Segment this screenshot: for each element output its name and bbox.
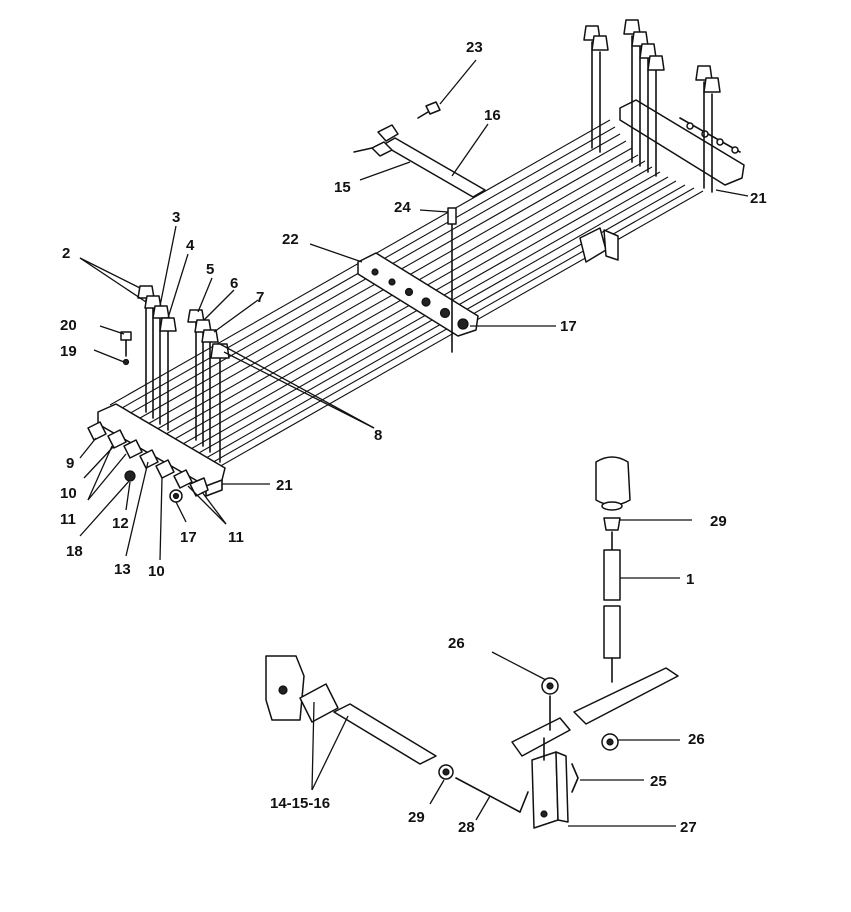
cross-shaft-assembly: [353, 101, 486, 198]
label-3: 3: [172, 209, 180, 226]
knob-and-stud: [595, 456, 631, 683]
label-8: 8: [374, 427, 382, 444]
label-10-left: 10: [60, 485, 77, 502]
label-7: 7: [256, 289, 264, 306]
label-25: 25: [650, 773, 667, 790]
label-18: 18: [66, 543, 83, 560]
label-16: 16: [484, 107, 501, 124]
labels: 23 16 15 24 22 17 21 2 3 4 5 6 7 8 20 19: [60, 39, 767, 836]
label-11-left: 11: [60, 511, 76, 528]
label-12: 12: [112, 515, 129, 532]
label-19: 19: [60, 343, 77, 360]
vertical-pin: [447, 207, 457, 353]
label-21-upper: 21: [750, 190, 767, 207]
label-17-lower: 17: [180, 529, 197, 546]
label-28: 28: [458, 819, 475, 836]
label-1: 1: [686, 571, 694, 588]
label-5: 5: [206, 261, 214, 278]
label-14-15-16: 14-15-16: [270, 795, 330, 812]
label-4: 4: [186, 237, 195, 254]
label-15: 15: [334, 179, 351, 196]
label-23: 23: [466, 39, 483, 56]
clevis-rod-assembly: [265, 655, 454, 780]
threaded-rod: [455, 777, 529, 813]
mounting-screw: [120, 331, 132, 366]
label-22: 22: [282, 231, 299, 248]
lower-cross-shaft: [511, 667, 679, 757]
center-support-bracket: [357, 252, 479, 337]
lower-bracket: [531, 737, 569, 829]
front-lever-group-right: [187, 309, 230, 463]
label-29-lower: 29: [408, 809, 425, 826]
label-29-upper: 29: [710, 513, 727, 530]
mid-rod-clip: [579, 227, 619, 263]
label-26-upper: 26: [448, 635, 465, 652]
label-27: 27: [680, 819, 697, 836]
front-lever-group-left: [137, 285, 177, 431]
cotter-pin: [571, 763, 579, 793]
label-6: 6: [230, 275, 238, 292]
label-17-upper: 17: [560, 318, 577, 335]
label-11-right: 11: [228, 529, 244, 546]
label-26-lower: 26: [688, 731, 705, 748]
label-21-lower: 21: [276, 477, 293, 494]
label-10-bottom: 10: [148, 563, 165, 580]
rear-mounting-bracket: [619, 99, 745, 186]
label-20: 20: [60, 317, 77, 334]
label-2: 2: [62, 245, 70, 262]
label-24: 24: [394, 199, 411, 216]
label-9: 9: [66, 455, 74, 472]
rear-lever-group: [583, 19, 721, 193]
label-13: 13: [114, 561, 131, 578]
